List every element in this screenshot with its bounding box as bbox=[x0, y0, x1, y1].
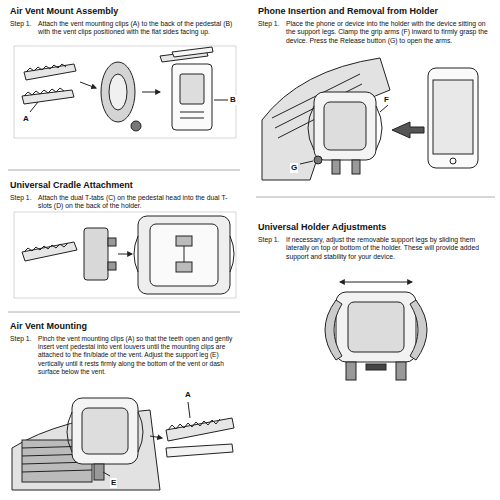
callout-letter: E bbox=[110, 478, 117, 488]
section-heading: Air Vent Mount Assembly bbox=[10, 6, 238, 17]
callout-letter: G bbox=[290, 163, 298, 173]
section-separators bbox=[8, 170, 495, 312]
section-heading: Phone Insertion and Removal from Holder bbox=[258, 6, 494, 17]
step-text: Attach the dual T-tabs (C) on the pedest… bbox=[38, 194, 238, 211]
step-text: Attach the vent mounting clips (A) to th… bbox=[38, 20, 238, 37]
section-heading: Universal Holder Adjustments bbox=[258, 222, 494, 233]
step-number: Step 1. bbox=[10, 335, 38, 343]
phone-insertion-illustration bbox=[262, 58, 478, 180]
holder-adjustment-illustration bbox=[325, 282, 427, 380]
callout-letter: A bbox=[22, 114, 30, 124]
step-number: Step 1. bbox=[258, 20, 286, 28]
callout-letter: A bbox=[184, 390, 192, 400]
section-heading: Air Vent Mounting bbox=[10, 321, 238, 332]
step-text: If necessary, adjust the removable suppo… bbox=[286, 236, 492, 261]
vent-mounting-illustration bbox=[12, 398, 234, 490]
section-heading: Universal Cradle Attachment bbox=[10, 180, 238, 191]
step-number: Step 1. bbox=[10, 20, 38, 28]
step-text: Pinch the vent mounting clips (A) so tha… bbox=[38, 335, 238, 376]
callout-letter: B bbox=[229, 95, 237, 105]
step-text: Place the phone or device into the holde… bbox=[286, 20, 492, 45]
step-number: Step 1. bbox=[10, 194, 38, 202]
callout-letter: F bbox=[383, 95, 390, 105]
assembly-illustration bbox=[14, 46, 236, 138]
cradle-attachment-illustration bbox=[14, 212, 236, 298]
step-number: Step 1. bbox=[258, 236, 286, 244]
